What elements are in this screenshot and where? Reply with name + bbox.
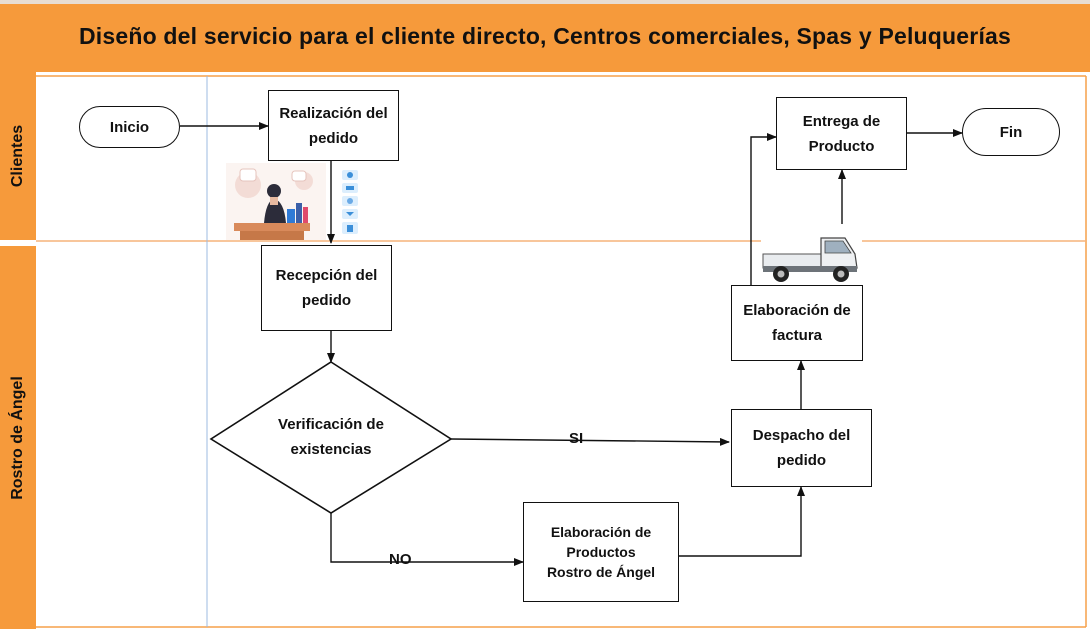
process-elab-productos-label: Elaboración de Productos Rostro de Ángel [546, 524, 656, 580]
title-bar [0, 0, 1090, 72]
edge-si [450, 437, 730, 446]
customer-phone-icon [226, 163, 326, 240]
end-node-label: Fin [999, 123, 1023, 141]
decision-label-box: Verificación de existencias [271, 395, 391, 479]
delivery-truck-icon [761, 224, 862, 285]
edge-label-no: NO [389, 551, 412, 568]
process-elab-factura-label: Elaboración de factura [743, 302, 851, 344]
process-entrega: Entrega de Producto [776, 97, 907, 170]
start-node: Inicio [79, 106, 180, 148]
diagram-title: Diseño del servicio para el cliente dire… [78, 22, 1012, 49]
edge-no [330, 513, 524, 566]
process-entrega-label: Entrega de Producto [802, 112, 881, 155]
process-elab-factura: Elaboración de factura [731, 285, 863, 361]
process-realizacion: Realización del pedido [268, 90, 399, 161]
start-node-label: Inicio [109, 118, 150, 136]
lane-band-rostro [0, 246, 36, 629]
process-despacho: Despacho del pedido [731, 409, 872, 487]
decision-label: Verificación de existencias [278, 416, 384, 458]
top-strip [0, 0, 1090, 4]
decision-diamond [209, 361, 453, 514]
process-elab-productos: Elaboración de Productos Rostro de Ángel [523, 502, 679, 602]
process-recepcion-label: Recepción del pedido [275, 267, 378, 309]
lane-band-clientes [0, 72, 36, 240]
edge-productos-despacho [679, 486, 805, 557]
contact-icons [342, 170, 358, 234]
end-node: Fin [962, 108, 1060, 156]
edge-label-si: SI [569, 430, 584, 447]
edge-factura-entrega [750, 133, 777, 285]
process-recepcion: Recepción del pedido [261, 245, 392, 331]
process-realizacion-label: Realización del pedido [279, 104, 388, 147]
process-despacho-label: Despacho del pedido [752, 427, 851, 469]
